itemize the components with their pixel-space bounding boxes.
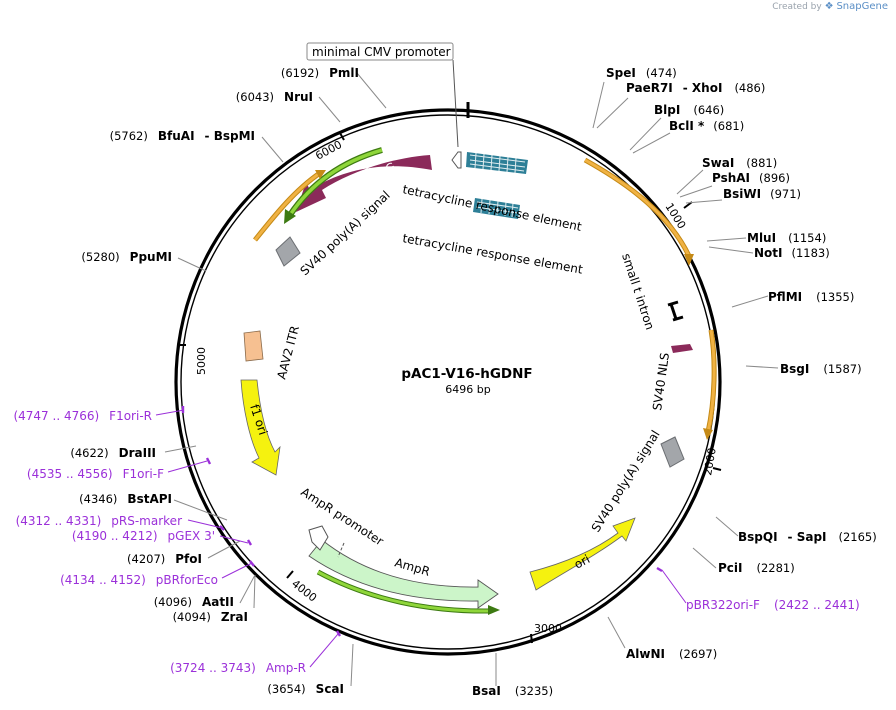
sv40-nls-label: SV40 NLS [650,352,672,412]
small-t-intron-feature[interactable] [667,300,684,322]
primer-pbr322ori-f[interactable]: pBR322ori-F(2422 .. 2441) [686,598,860,612]
cmv-promoter-text: minimal CMV promoter [312,45,451,59]
credit-prefix: Created by [772,2,822,12]
sv40-polya-right-label: SV40 poly(A) signal [589,428,663,535]
primer-leaders [155,409,687,668]
enzyme-nrui[interactable]: (6043)NruI [236,90,313,104]
enzyme-pshai[interactable]: PshAI(896) [712,171,790,185]
tick-2000: 2000 [701,447,719,477]
f1-ori-feature[interactable] [240,379,281,476]
enzyme-spei[interactable]: SpeI(474) [606,66,677,80]
tick-3000: 3000 [534,622,562,635]
primer-f1ori-r[interactable]: (4747 .. 4766)F1ori-R [13,409,152,423]
sv40-polya-right-feature[interactable] [660,436,685,468]
snapgene-credit: Created by ❖ SnapGene [772,1,888,12]
enzyme-ppumi[interactable]: (5280)PpuMI [81,250,172,264]
small-t-intron-label: small t intron [619,252,657,332]
tre-outer-feature[interactable] [466,152,528,174]
enzyme-bstapi[interactable]: (4346)BstAPI [79,492,172,506]
primer-f1ori-f[interactable]: (4535 .. 4556)F1ori-F [27,467,164,481]
cmv-promoter-arrow[interactable] [451,151,462,169]
primer-pbrforeco[interactable]: (4134 .. 4152)pBRforEco [60,573,218,587]
enzyme-mlui[interactable]: MluI(1154) [747,231,826,245]
ori-label: ori [572,552,592,572]
sv40-polya-upper-feature[interactable] [275,236,301,267]
enzyme-blpi[interactable]: BlpI(646) [654,103,724,117]
enzyme-bspqi-sapi[interactable]: BspQI- SapI(2165) [738,530,877,544]
enzyme-pfoi[interactable]: (4207)PfoI [127,552,202,566]
tick-1000: 1000 [662,201,688,232]
ampr-promoter-feature[interactable] [308,525,329,551]
enzyme-bsiwi[interactable]: BsiWI(971) [723,187,801,201]
snapgene-logo-icon: ❖ [824,1,834,12]
aav2-itr-label: AAV2 ITR [274,324,302,381]
enzyme-bsai[interactable]: BsaI(3235) [472,684,553,698]
tre-inner-feature[interactable] [473,198,520,219]
enzyme-scai[interactable]: (3654)ScaI [267,682,344,696]
ampr-label: AmpR [393,555,431,578]
aav2-itr-feature[interactable] [243,330,264,362]
enzyme-bfuai-bspmi[interactable]: (5762)BfuAI- BspMI [110,129,255,143]
enzyme-paer7i-xhoi[interactable]: PaeR7I- XhoI(486) [626,81,765,95]
enzyme-leaders [164,72,779,687]
sv40-nls-feature[interactable] [671,344,693,353]
plasmid-name: pAC1-V16-hGDNF [401,366,532,382]
ampr-feature[interactable] [308,539,499,609]
enzyme-bcli[interactable]: BclI *(681) [669,119,744,133]
enzyme-draiii[interactable]: (4622)DraIII [70,446,156,460]
cmv-promoter-label[interactable]: minimal CMV promoter [306,42,459,148]
credit-brand: SnapGene [836,1,888,12]
enzyme-zrai[interactable]: (4094)ZraI [173,610,248,624]
ori-feature[interactable] [529,517,636,591]
tick-5000: 5000 [195,347,208,375]
enzyme-pcii[interactable]: PciI(2281) [718,561,795,575]
plasmid-length: 6496 bp [445,383,490,396]
primer-prs-marker[interactable]: (4312 .. 4331)pRS-marker [16,514,182,528]
enzyme-aatii[interactable]: (4096)AatII [154,595,234,609]
primer-pgex3[interactable]: (4190 .. 4212)pGEX 3' [72,529,215,543]
enzyme-pmli[interactable]: (6192)PmlI [281,66,359,80]
primer-amp-r[interactable]: (3724 .. 3743)Amp-R [170,661,306,675]
tre-inner-label: tetracycline response element [401,231,584,277]
enzyme-bsgi[interactable]: BsgI(1587) [780,362,862,376]
tet-on-3g-feature[interactable] [296,155,432,212]
enzyme-pflmi[interactable]: PflMI(1355) [768,290,854,304]
primer-marks [181,406,663,637]
enzyme-alwni[interactable]: AlwNI(2697) [626,647,717,661]
enzyme-swai[interactable]: SwaI(881) [702,156,777,170]
enzyme-noti[interactable]: NotI(1183) [754,246,830,260]
tre-outer-label: tetracycline response element [401,182,583,234]
